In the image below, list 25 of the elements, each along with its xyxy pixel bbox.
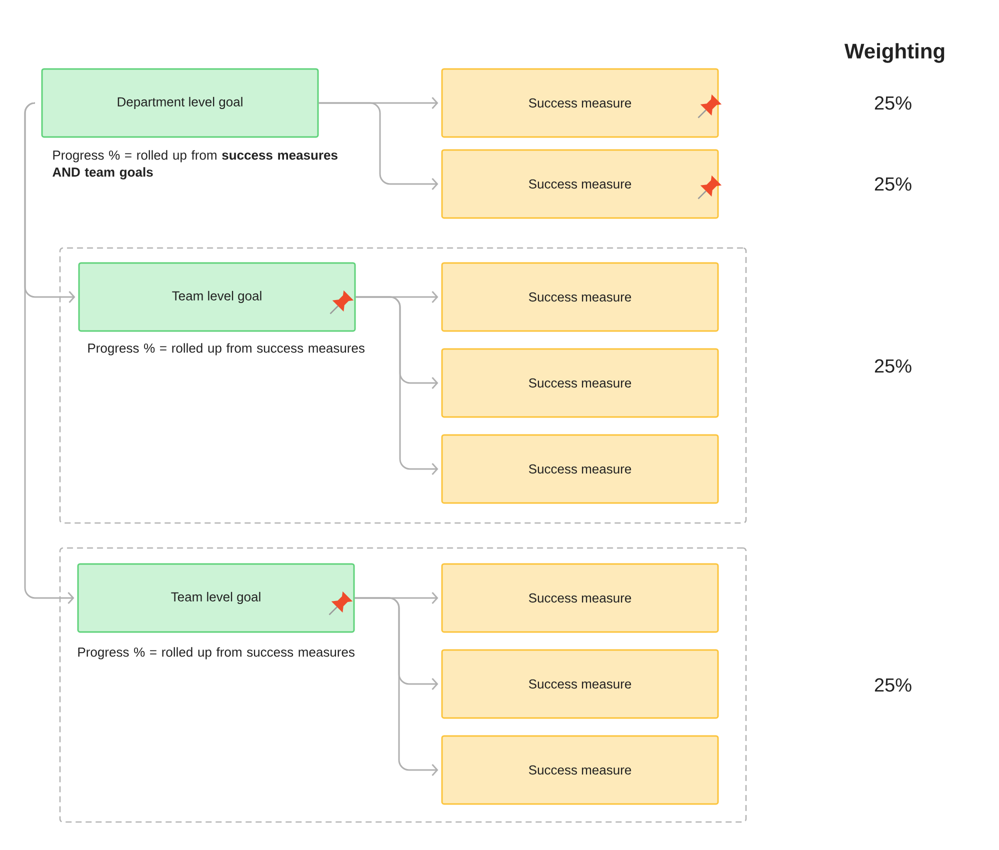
measure-box: Success measure: [441, 149, 719, 219]
dashed-group-frame: [59, 547, 747, 823]
measure-box: Success measure: [441, 735, 719, 805]
arrow: [354, 597, 438, 776]
note-text: Progress % = rolled up from success measures: [78, 647, 354, 660]
goal-box: Team level goal: [77, 563, 355, 633]
weighting-value: 25%: [874, 678, 912, 692]
note-text: Progress % = rolled up from success measures AND team goals: [52, 150, 338, 180]
arrow: [356, 296, 438, 475]
goal-box: Team level goal: [78, 262, 356, 332]
weighting-value: 25%: [874, 177, 912, 191]
goal-box: Department level goal: [41, 68, 319, 138]
arrow: [24, 102, 74, 604]
measure-box: Success measure: [441, 649, 719, 719]
measure-box: Success measure: [441, 434, 719, 504]
measure-box: Success measure: [441, 563, 719, 633]
note-text: Progress % = rolled up from success measures: [88, 343, 364, 356]
measure-box: Success measure: [441, 262, 719, 332]
weighting-value: 25%: [874, 359, 912, 373]
dashed-group-frame: [59, 247, 747, 524]
measure-box: Success measure: [441, 348, 719, 418]
arrow: [318, 102, 438, 190]
column-heading: Weighting: [844, 43, 944, 63]
measure-box: Success measure: [441, 68, 719, 138]
weighting-value: 25%: [874, 96, 912, 110]
